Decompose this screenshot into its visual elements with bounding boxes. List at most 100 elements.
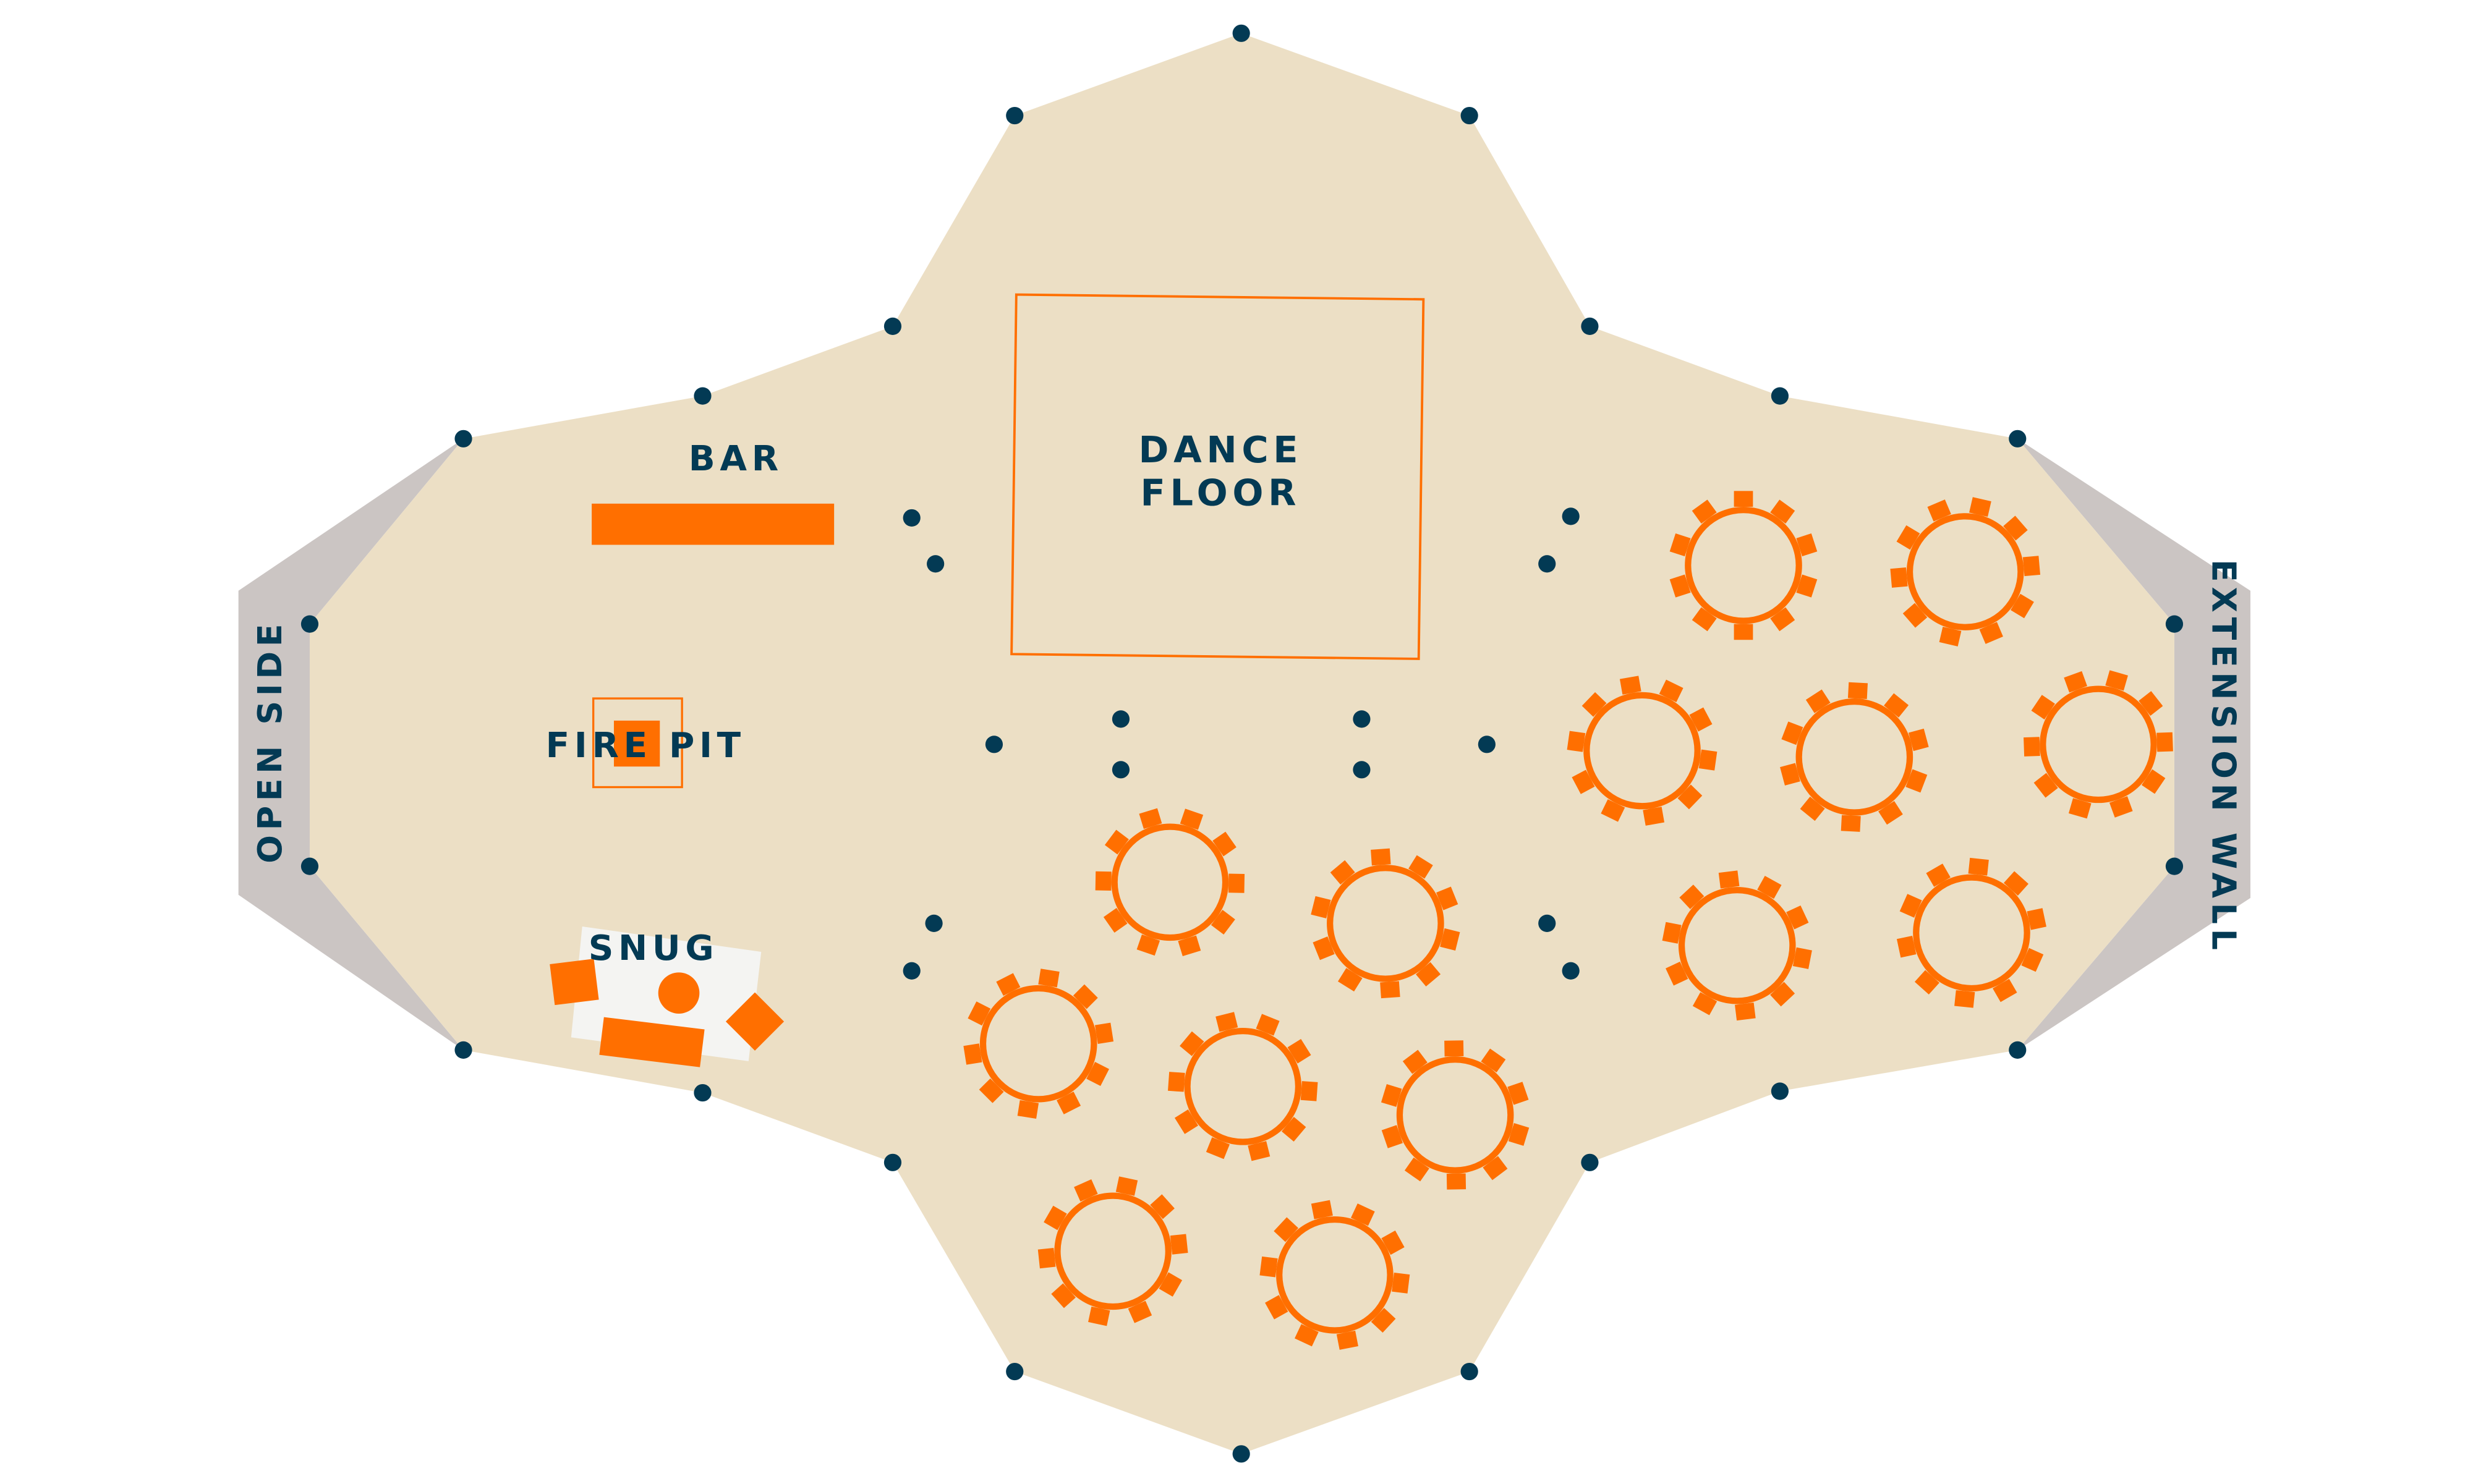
chair [1408, 855, 1433, 879]
chair [1890, 567, 1908, 588]
tent-pole [1353, 710, 1371, 728]
snug-area [550, 926, 785, 1067]
chair [1718, 870, 1740, 889]
chair [1128, 1300, 1152, 1323]
chair [2011, 593, 2034, 619]
chair [1692, 607, 1717, 632]
chair [1796, 574, 1818, 598]
chair [1392, 1273, 1410, 1294]
chair [1507, 1082, 1529, 1105]
table-top [1802, 705, 1907, 810]
chair [1436, 886, 1458, 910]
chair [1969, 497, 1991, 517]
chair [1601, 799, 1625, 822]
table-top [1919, 880, 2024, 985]
chair [1215, 1012, 1238, 1032]
chair [996, 973, 1021, 996]
chair [2003, 515, 2028, 541]
chair [1139, 808, 1162, 829]
chair [1086, 1061, 1109, 1087]
chair [1734, 491, 1753, 507]
tent-pole [1006, 1362, 1024, 1381]
chair [1926, 863, 1951, 887]
chair [963, 1043, 982, 1065]
chair [2022, 556, 2041, 577]
chair [1336, 1330, 1358, 1350]
tent-pole [1460, 1362, 1478, 1381]
table-top [1282, 1223, 1387, 1328]
fire-pit-boundary [592, 697, 683, 789]
chair [1698, 749, 1717, 771]
tent-pole [1353, 761, 1371, 779]
round-table [1669, 491, 1818, 640]
chair [1051, 1283, 1076, 1308]
table-top [1117, 829, 1222, 935]
chair [1180, 1031, 1204, 1056]
chair [1228, 873, 1245, 893]
chair [1416, 962, 1441, 987]
snug-coffee-table [658, 972, 700, 1014]
chair [1993, 978, 2017, 1003]
tent-pole [985, 736, 1003, 753]
chair [1905, 769, 1928, 793]
chair [1330, 860, 1355, 885]
chair [1896, 935, 1917, 958]
chair [1567, 731, 1586, 752]
chair [1662, 922, 1682, 944]
chair [2027, 908, 2046, 930]
chair [1115, 1176, 1138, 1196]
chair [1659, 679, 1683, 703]
tent-pole [1538, 914, 1556, 932]
round-table [1381, 1040, 1530, 1190]
tent-pole [1771, 387, 1789, 405]
round-table [1259, 1200, 1410, 1350]
chair [1206, 1137, 1230, 1160]
table-top [2046, 692, 2151, 797]
table-top [1691, 513, 1796, 618]
chair [1259, 1256, 1278, 1278]
chair [1311, 896, 1331, 918]
tent-pole [694, 1083, 712, 1102]
chair [1440, 928, 1460, 951]
tent-pole [1112, 710, 1130, 728]
chair [1381, 1230, 1405, 1255]
chair [1371, 848, 1391, 866]
chair [1572, 770, 1595, 794]
chair [1781, 721, 1803, 745]
tent-pole [1562, 962, 1580, 980]
chair [1248, 1141, 1271, 1161]
chair [1669, 574, 1691, 598]
chair [979, 1078, 1004, 1103]
tent-pole [1581, 1153, 1599, 1171]
chair [1734, 624, 1753, 640]
chair [1899, 894, 1922, 918]
snug-side-seat [725, 992, 785, 1051]
open-side-label: OPEN SIDE [250, 619, 289, 863]
chair [2068, 798, 2092, 819]
tent-pole [883, 1153, 902, 1171]
tent-pole [2009, 1041, 2027, 1059]
chair [2139, 691, 2163, 716]
chair [1780, 763, 1800, 786]
chair [1380, 981, 1400, 999]
chair [1792, 947, 1812, 969]
round-table [1890, 497, 2041, 647]
chair [1351, 1203, 1375, 1226]
chair [1038, 969, 1060, 988]
chair [1103, 908, 1128, 933]
snug-armchair [550, 959, 599, 1006]
tent-pole [1538, 555, 1556, 573]
tent-pole [1562, 507, 1580, 525]
chair [1073, 984, 1098, 1009]
chair [1136, 934, 1160, 956]
round-table [1896, 857, 2046, 1008]
chair [1044, 1205, 1067, 1231]
open-side-area [238, 438, 464, 1050]
chair [1968, 857, 1989, 876]
table-top [1190, 1034, 1295, 1139]
chair [1508, 1122, 1530, 1146]
chair [1735, 1003, 1756, 1021]
tent-pole [1771, 1082, 1789, 1100]
table-top [986, 991, 1091, 1096]
